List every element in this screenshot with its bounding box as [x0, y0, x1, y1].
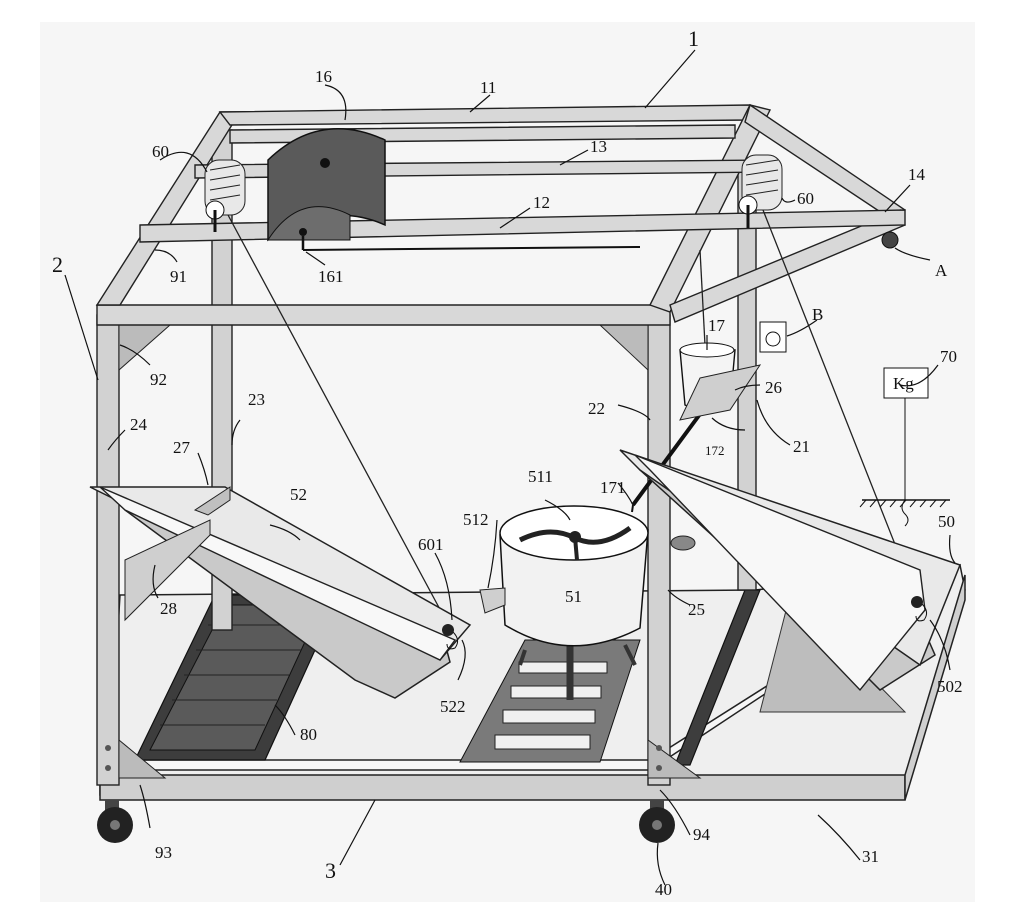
label-14: 14 — [908, 165, 926, 184]
top-frame — [95, 103, 906, 326]
label-70: 70 — [940, 347, 957, 366]
left-brackets — [124, 519, 211, 622]
right-chute — [619, 449, 961, 692]
label-3: 3 — [325, 858, 336, 883]
label-172: 172 — [705, 443, 725, 458]
label-161: 161 — [318, 267, 344, 286]
pulley-a — [881, 231, 899, 249]
drum — [499, 505, 649, 700]
ladder-track — [459, 639, 641, 763]
label-1: 1 — [688, 26, 699, 51]
label-80: 80 — [300, 725, 317, 744]
label-2: 2 — [52, 252, 63, 277]
label-522: 522 — [440, 697, 466, 716]
leader-lines — [64, 49, 956, 886]
scale-unit-text: Kg — [893, 374, 914, 393]
label-512: 512 — [463, 510, 489, 529]
label-25: 25 — [688, 600, 705, 619]
label-28: 28 — [160, 599, 177, 618]
timer-b — [759, 321, 787, 353]
label-511: 511 — [528, 467, 553, 486]
label-17: 17 — [708, 316, 726, 335]
label-11: 11 — [480, 78, 496, 97]
label-26: 26 — [765, 378, 782, 397]
label-27: 27 — [173, 438, 191, 457]
left-roller — [204, 159, 246, 232]
casters — [97, 800, 675, 843]
ropes — [227, 209, 918, 629]
drum-chute-512 — [479, 587, 506, 614]
label-22: 22 — [588, 399, 605, 418]
label-40: 40 — [655, 880, 672, 899]
label-502: 502 — [937, 677, 963, 696]
label-91: 91 — [170, 267, 187, 286]
label-a: A — [935, 261, 948, 280]
label-24: 24 — [130, 415, 148, 434]
label-94: 94 — [693, 825, 711, 844]
label-60-right: 60 — [797, 189, 814, 208]
label-23: 23 — [248, 390, 265, 409]
label-31: 31 — [862, 847, 879, 866]
motor-housing — [267, 128, 641, 251]
part-labels: 1 2 3 11 12 13 14 16 17 21 22 23 24 25 2… — [52, 26, 963, 899]
label-12: 12 — [533, 193, 550, 212]
label-50: 50 — [938, 512, 955, 531]
right-roller — [738, 154, 783, 228]
label-92: 92 — [150, 370, 167, 389]
label-52: 52 — [290, 485, 307, 504]
label-21: 21 — [793, 437, 810, 456]
label-13: 13 — [590, 137, 607, 156]
right-rail — [674, 589, 761, 766]
label-93: 93 — [155, 843, 172, 862]
label-b: B — [812, 305, 823, 324]
label-60-left: 60 — [152, 142, 169, 161]
label-16: 16 — [315, 67, 332, 86]
scale — [859, 367, 950, 527]
shelf-26 — [679, 364, 762, 421]
label-171: 171 — [600, 478, 626, 497]
label-601: 601 — [418, 535, 444, 554]
label-51: 51 — [565, 587, 582, 606]
